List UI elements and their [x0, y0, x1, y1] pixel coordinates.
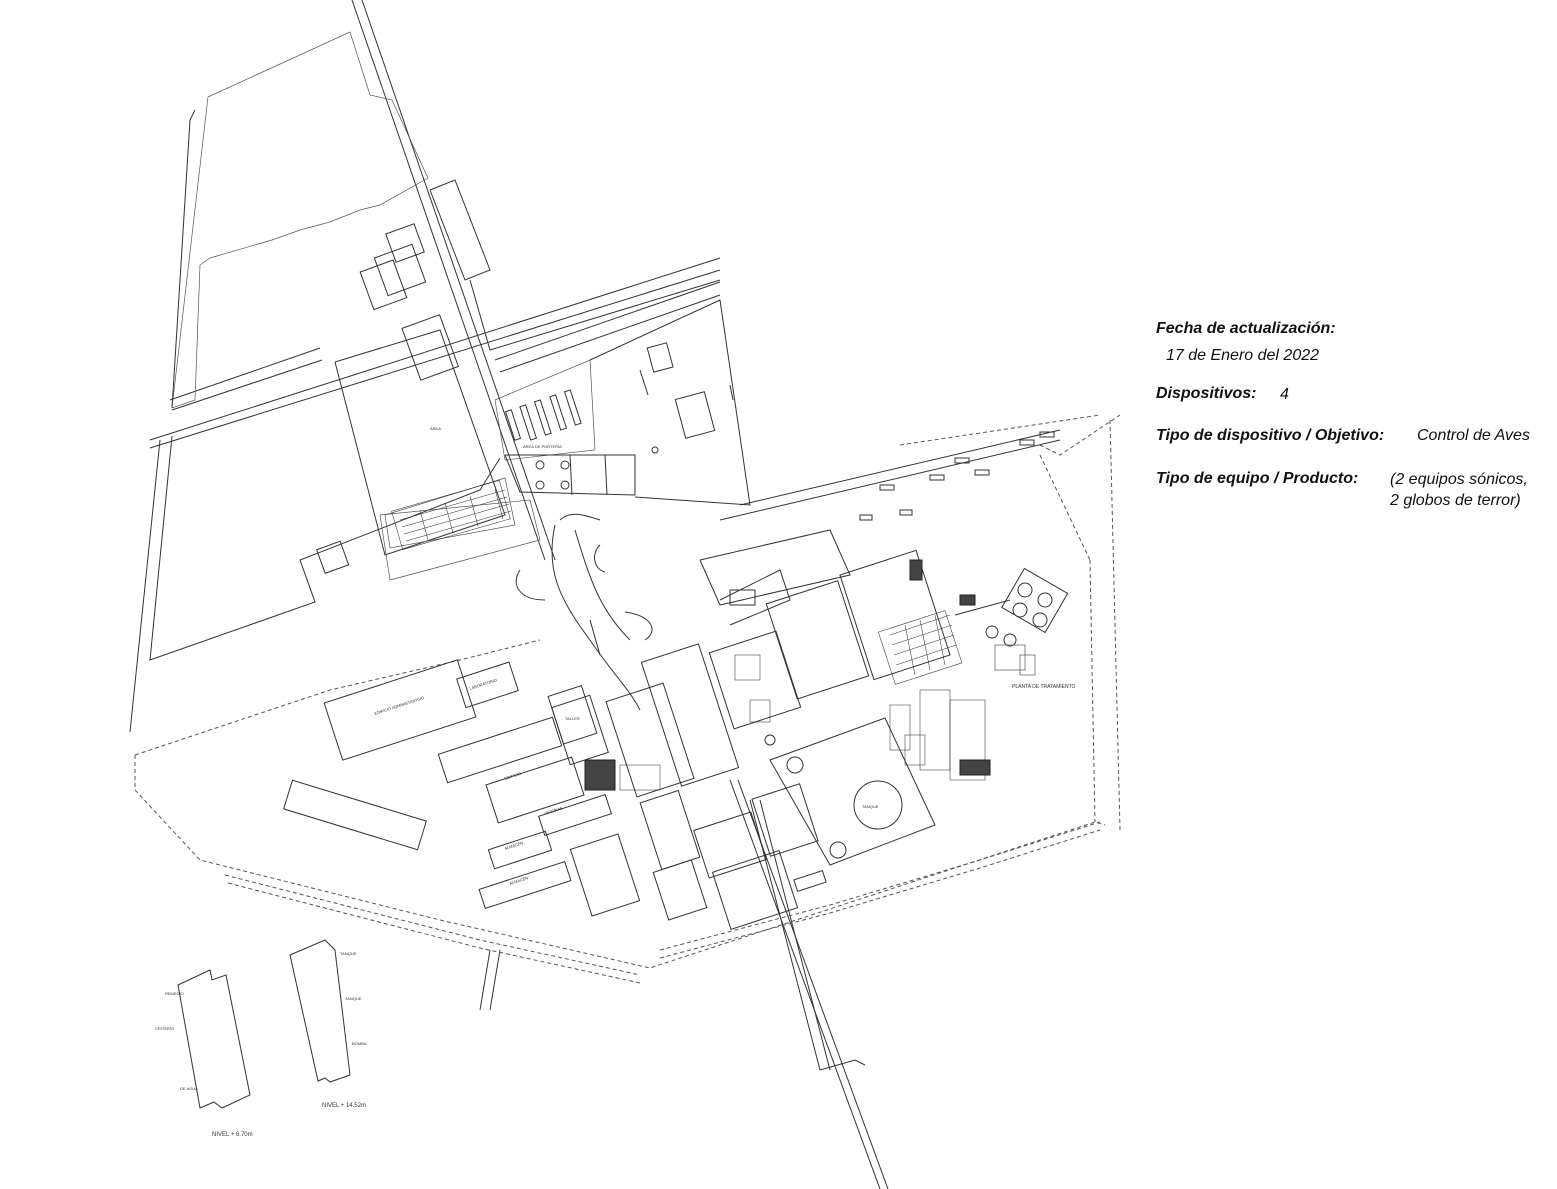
svg-text:TANQUE: TANQUE	[340, 951, 357, 956]
northeast-parcel	[589, 299, 751, 506]
svg-text:OFICINAS: OFICINAS	[544, 805, 564, 816]
svg-text:EDIFICIO ADMINISTRATIVO: EDIFICIO ADMINISTRATIVO	[374, 695, 425, 716]
dispositivos-label: Dispositivos:	[1156, 385, 1257, 402]
fecha-value: 17 de Enero del 2022	[1166, 347, 1320, 364]
svg-text:LABORATORIO: LABORATORIO	[469, 677, 498, 691]
tipo-dispositivo-value: Control de Aves	[1417, 427, 1530, 444]
entry-road	[699, 429, 1061, 626]
tipo-equipo-value-2: 2 globos de terror)	[1390, 492, 1521, 509]
svg-text:DE AGUA: DE AGUA	[180, 1086, 198, 1091]
elevation-drawings: REMEDIO CRITERIO DE AGUA TANQUE TANQUE B…	[155, 939, 367, 1138]
svg-text:REMEDIO: REMEDIO	[165, 991, 184, 996]
roads	[149, 0, 721, 561]
dispositivos-value: 4	[1280, 386, 1289, 403]
tipo-equipo-label: Tipo de equipo / Producto:	[1156, 470, 1359, 487]
equipment-grid	[878, 559, 1011, 781]
canal	[479, 779, 889, 1189]
northwest-parcels: ÁREA	[129, 31, 721, 733]
nivel-label-1: NIVEL + 6.70m	[212, 1132, 253, 1138]
svg-text:TANQUE: TANQUE	[345, 996, 362, 1001]
nivel-label-2: NIVEL + 14.52m	[322, 1103, 366, 1109]
west-dense-building	[315, 477, 541, 581]
svg-text:TANQUE: TANQUE	[862, 804, 879, 809]
svg-text:EDIFICIO: EDIFICIO	[504, 771, 522, 781]
parking-area: ÁREA DE PORTERÍA	[494, 359, 636, 496]
svg-text:ALMACÉN: ALMACÉN	[504, 840, 524, 851]
svg-text:TALLER: TALLER	[565, 716, 580, 721]
west-buildings: EDIFICIO ADMINISTRATIVO LABORATORIO EDIF…	[283, 659, 613, 910]
svg-text:ALMACÉN: ALMACÉN	[509, 875, 529, 886]
fecha-label: Fecha de actualización:	[1156, 320, 1336, 337]
canal-boundary	[224, 821, 1101, 984]
tipo-dispositivo-label: Tipo de dispositivo / Objetivo:	[1156, 427, 1385, 444]
site-plan-drawing: ÁREA ÁREA DE PORTERÍA	[129, 0, 1121, 1189]
svg-text:BOMBA: BOMBA	[352, 1041, 367, 1046]
svg-text:ÁREA: ÁREA	[430, 426, 441, 431]
tipo-equipo-value-1: (2 equipos sónicos,	[1390, 471, 1528, 488]
treatment-plant: PLANTA DE TRATAMIENTO	[985, 567, 1076, 690]
site-boundary	[134, 414, 1121, 969]
treatment-plant-label: PLANTA DE TRATAMIENTO	[1012, 684, 1076, 690]
central-buildings	[551, 549, 951, 930]
svg-text:CRITERIO: CRITERIO	[155, 1026, 174, 1031]
tank-area: TANQUE	[764, 717, 936, 892]
central-spine	[515, 513, 653, 711]
svg-text:ÁREA DE PORTERÍA: ÁREA DE PORTERÍA	[523, 444, 562, 449]
